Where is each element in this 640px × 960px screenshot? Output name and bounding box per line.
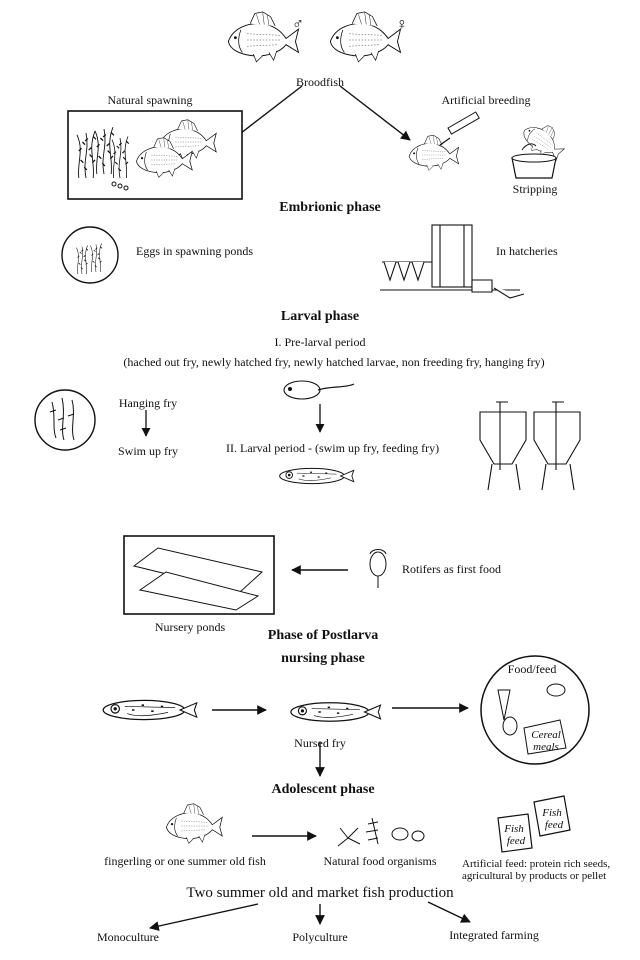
meals-text: meals <box>533 741 559 753</box>
larval-period-label: II. Larval period - (swim up fry, feedin… <box>226 441 440 455</box>
feed-bags <box>497 795 571 853</box>
nursing-phase-heading: nursing phase <box>281 651 365 666</box>
nursed-fry-fish <box>290 702 382 722</box>
hanging-fry-circle <box>34 389 96 451</box>
female-broodfish <box>329 11 402 63</box>
natural-spawning-label: Natural spawning <box>107 93 193 107</box>
injected-fish <box>408 134 459 171</box>
food-feed-circle <box>480 655 590 765</box>
nursed-fry-label: Nursed fry <box>294 736 346 750</box>
rotifers-label: Rotifers as first food <box>402 562 501 576</box>
fingerling-fish <box>166 803 223 844</box>
fish-feed-bag-2-feed: feed <box>544 819 564 831</box>
natural-food-label: Natural food organisms <box>323 854 437 868</box>
in-hatcheries-label: In hatcheries <box>496 244 558 258</box>
adolescent-phase-heading: Adolescent phase <box>271 782 375 797</box>
spawning-plants <box>76 126 130 191</box>
syringe-icon <box>439 111 480 146</box>
embryonic-phase-heading: Embrionic phase <box>279 200 381 215</box>
hanging-fry-label: Hanging fry <box>118 396 178 410</box>
nursery-ponds-label: Nursery ponds <box>154 620 226 634</box>
cereal-text: Cereal <box>531 729 561 741</box>
fish-feed-bag-1-feed: feed <box>506 835 526 847</box>
stripping-label: Stripping <box>512 182 558 196</box>
artificial-breeding-label: Artificial breeding <box>441 93 531 107</box>
monoculture-label: Monoculture <box>97 930 159 944</box>
artificial-feed-line2: agricultural by products or pellet <box>462 870 607 882</box>
hatchery-icon <box>380 224 525 299</box>
broodfish-label: Broodfish <box>296 75 344 89</box>
male-symbol: ♂ <box>292 16 304 33</box>
nursery-ponds-icon <box>123 535 275 615</box>
food-organisms-icons <box>337 817 425 847</box>
fish-feed-bag-2-fish: Fish <box>542 807 562 819</box>
fish-feed-bag-1-fish: Fish <box>504 823 524 835</box>
female-symbol: ♀ <box>396 16 408 33</box>
larval-phase-heading: Larval phase <box>280 309 360 324</box>
swim-up-fry-label: Swim up fry <box>118 444 178 458</box>
postlarva-phase-heading: Phase of Postlarva <box>267 628 379 643</box>
rotifer-icon <box>369 549 387 588</box>
incubation-jars <box>479 401 581 491</box>
stripping-illustration <box>511 115 571 179</box>
male-broodfish <box>227 11 300 63</box>
artificial-feed-line1: Artificial feed: protein rich seeds, <box>462 858 611 870</box>
polyculture-label: Polyculture <box>292 930 348 944</box>
integrated-farming-label: Integrated farming <box>449 928 539 942</box>
food-feed-label: Food/feed <box>507 662 557 676</box>
pre-larval-label: I. Pre-larval period <box>274 335 366 349</box>
swim-up-larva <box>279 467 355 485</box>
fingerling-label: fingerling or one summer old fish <box>104 854 266 868</box>
eggs-ponds-label: Eggs in spawning ponds <box>136 244 253 258</box>
eggs-circle <box>61 226 119 284</box>
pre-larva <box>283 380 355 400</box>
postlarva-fish <box>102 699 198 721</box>
market-production-heading: Two summer old and market fish productio… <box>186 885 454 901</box>
pre-larval-desc: (hached out fry, newly hatched fry, newl… <box>123 355 545 369</box>
